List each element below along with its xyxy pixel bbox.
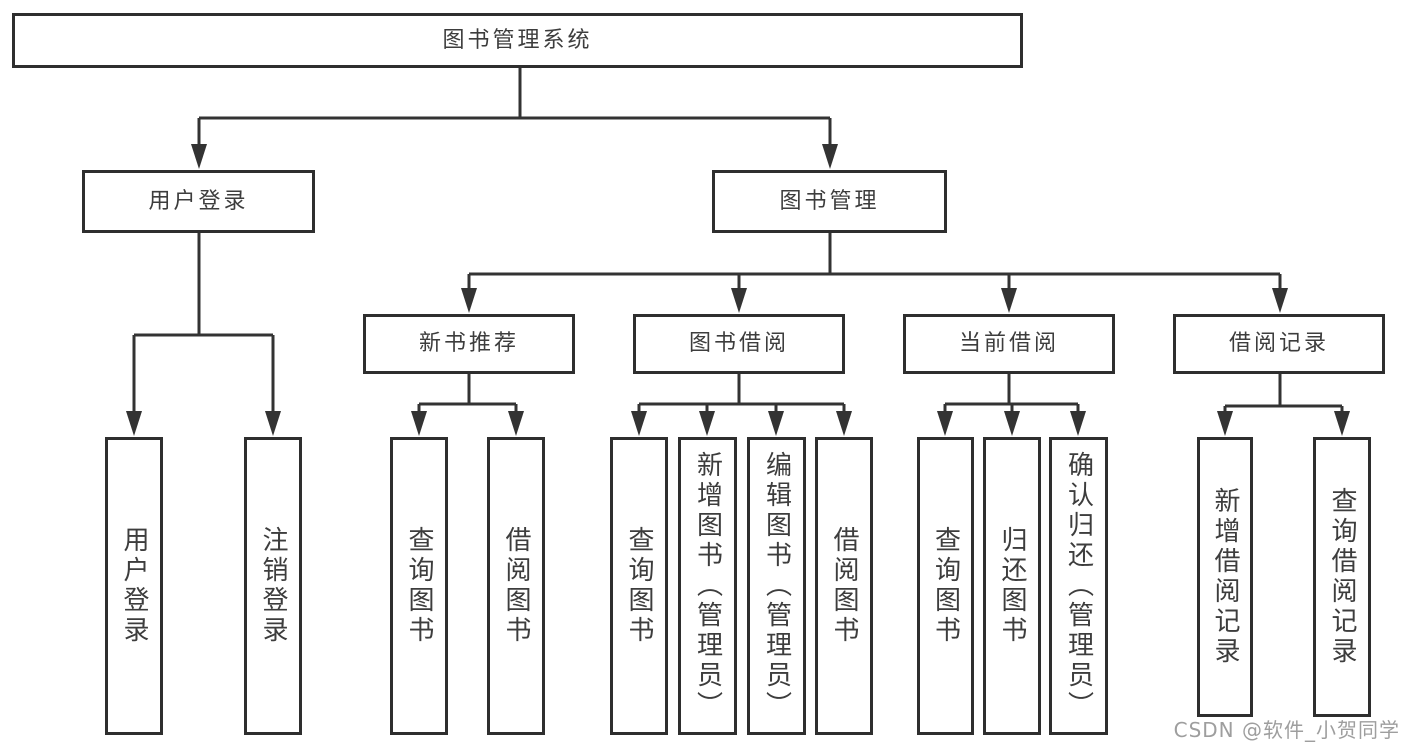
node-add-book-admin: 新增图书（管理员）	[678, 437, 737, 735]
arrow-down-icon	[1272, 288, 1288, 313]
node-book-borrowing: 图书借阅	[633, 314, 845, 374]
arrow-down-icon	[731, 288, 747, 313]
arrow-down-icon	[126, 411, 142, 436]
arrow-down-icon	[768, 411, 784, 436]
arrow-down-icon	[1217, 411, 1233, 436]
node-borrow-books-under-recommendation: 借阅图书	[487, 437, 545, 735]
arrow-down-icon	[1004, 411, 1020, 436]
arrow-down-icon	[411, 411, 427, 436]
node-add-borrow-record: 新增借阅记录	[1197, 437, 1253, 717]
node-query-books-under-borrowing: 查询图书	[610, 437, 668, 735]
node-user-login-leaf: 用户登录	[105, 437, 163, 735]
node-borrowing-records: 借阅记录	[1173, 314, 1385, 374]
arrow-down-icon	[1001, 288, 1017, 313]
arrow-down-icon	[631, 411, 647, 436]
node-current-borrowing: 当前借阅	[903, 314, 1115, 374]
arrow-down-icon	[508, 411, 524, 436]
arrow-down-icon	[937, 411, 953, 436]
node-query-books-under-recommendation: 查询图书	[390, 437, 448, 735]
node-query-books-under-current: 查询图书	[917, 437, 974, 735]
arrow-down-icon	[836, 411, 852, 436]
node-book-management: 图书管理	[712, 170, 947, 233]
watermark: CSDN @软件_小贺同学	[1173, 718, 1400, 742]
arrow-down-icon	[822, 144, 838, 169]
node-confirm-return-admin: 确认归还（管理员）	[1049, 437, 1108, 735]
node-edit-book-admin: 编辑图书（管理员）	[747, 437, 806, 735]
arrow-down-icon	[699, 411, 715, 436]
arrow-down-icon	[1334, 411, 1350, 436]
arrow-down-icon	[461, 288, 477, 313]
node-logout-leaf: 注销登录	[244, 437, 302, 735]
arrow-down-icon	[191, 144, 207, 169]
node-return-books: 归还图书	[983, 437, 1041, 735]
node-borrow-books-under-borrowing: 借阅图书	[815, 437, 873, 735]
node-new-book-recommendation: 新书推荐	[363, 314, 575, 374]
arrow-down-icon	[1070, 411, 1086, 436]
arrow-down-icon	[265, 411, 281, 436]
node-query-borrow-record: 查询借阅记录	[1313, 437, 1371, 717]
node-library-management-system: 图书管理系统	[12, 13, 1023, 68]
node-user-login: 用户登录	[82, 170, 315, 233]
